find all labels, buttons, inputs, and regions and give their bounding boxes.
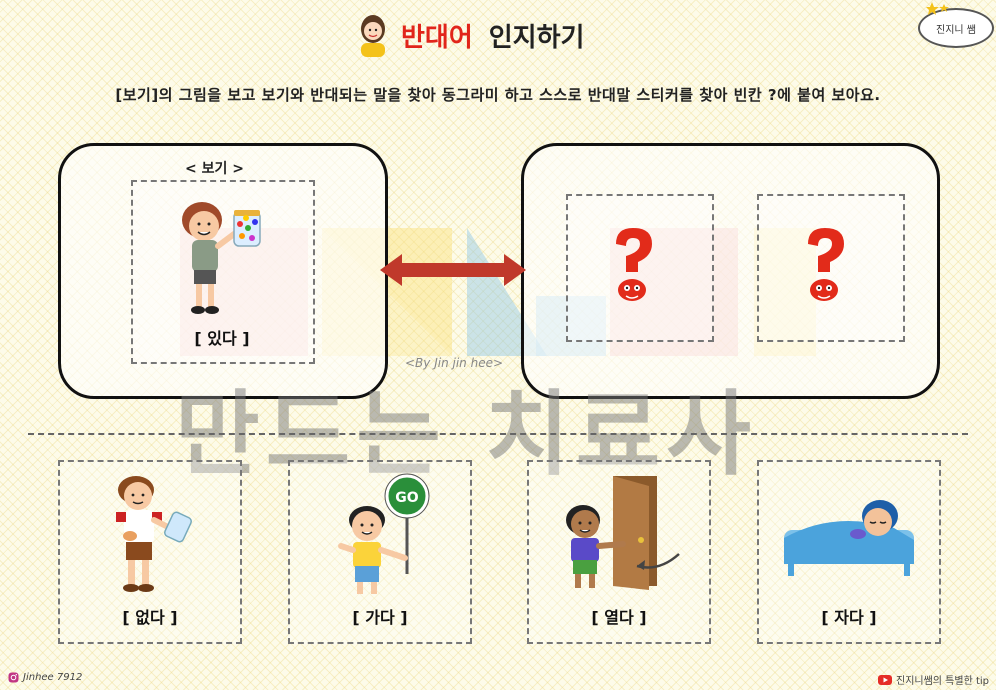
star-icon [926, 2, 949, 15]
card-caption: [ 가다 ] [352, 608, 408, 627]
card-caption: [ 열다 ] [591, 608, 647, 627]
cut-line-divider [28, 433, 968, 435]
sticker-card-3[interactable]: [ 열다 ] [527, 460, 711, 644]
go-sign-text: GO [395, 490, 418, 506]
card-caption: [ 없다 ] [122, 608, 178, 627]
boy-holding-jar-illustration [182, 202, 261, 314]
page-title: 반대어 인지하기 [355, 12, 584, 58]
footer-left-text: Jinhee 7912 [23, 672, 83, 683]
sticker-card-2[interactable]: GO [ 가다 ] [288, 460, 472, 644]
teacher-avatar-icon [361, 15, 385, 57]
boy-sleeping-illustration [784, 500, 914, 576]
boy-go-sign-illustration: GO [338, 473, 430, 594]
boy-empty-hands-illustration [116, 476, 192, 592]
answer-slot-2[interactable] [757, 194, 905, 342]
boy-opening-door-illustration [566, 476, 680, 590]
example-caption: [ 있다 ] [194, 329, 250, 348]
youtube-icon [878, 674, 892, 685]
double-arrow-icon [380, 254, 526, 286]
footer-youtube[interactable]: 진지니쌤의 특별한 tip [878, 672, 989, 687]
example-label: < 보기 > [185, 161, 244, 177]
brand-badge-text: 진지니 쌤 [936, 24, 976, 36]
sticker-card-4[interactable]: [ 자다 ] [757, 460, 941, 644]
footer-instagram[interactable]: Jinhee 7912 [8, 672, 82, 683]
card-caption: [ 자다 ] [821, 608, 877, 627]
footer-right-text: 진지니쌤의 특별한 tip [896, 676, 990, 687]
sticker-card-1[interactable]: [ 없다 ] [58, 460, 242, 644]
example-panel [58, 143, 388, 399]
brand-badge: 진지니 쌤 [918, 8, 994, 48]
watermark-byline: <By Jin jin hee> [405, 356, 504, 370]
answer-slot-1[interactable] [566, 194, 714, 342]
instagram-icon [8, 672, 19, 683]
question-mark-character-icon [808, 228, 844, 301]
question-mark-character-icon [616, 228, 652, 301]
example-box [131, 180, 315, 364]
title-highlight: 반대어 [401, 22, 473, 53]
title-rest: 인지하기 [488, 22, 585, 53]
answer-panel [521, 143, 940, 399]
instruction-text: [보기]의 그림을 보고 보기와 반대되는 말을 찾아 동그라미 하고 스스로 … [115, 86, 881, 104]
